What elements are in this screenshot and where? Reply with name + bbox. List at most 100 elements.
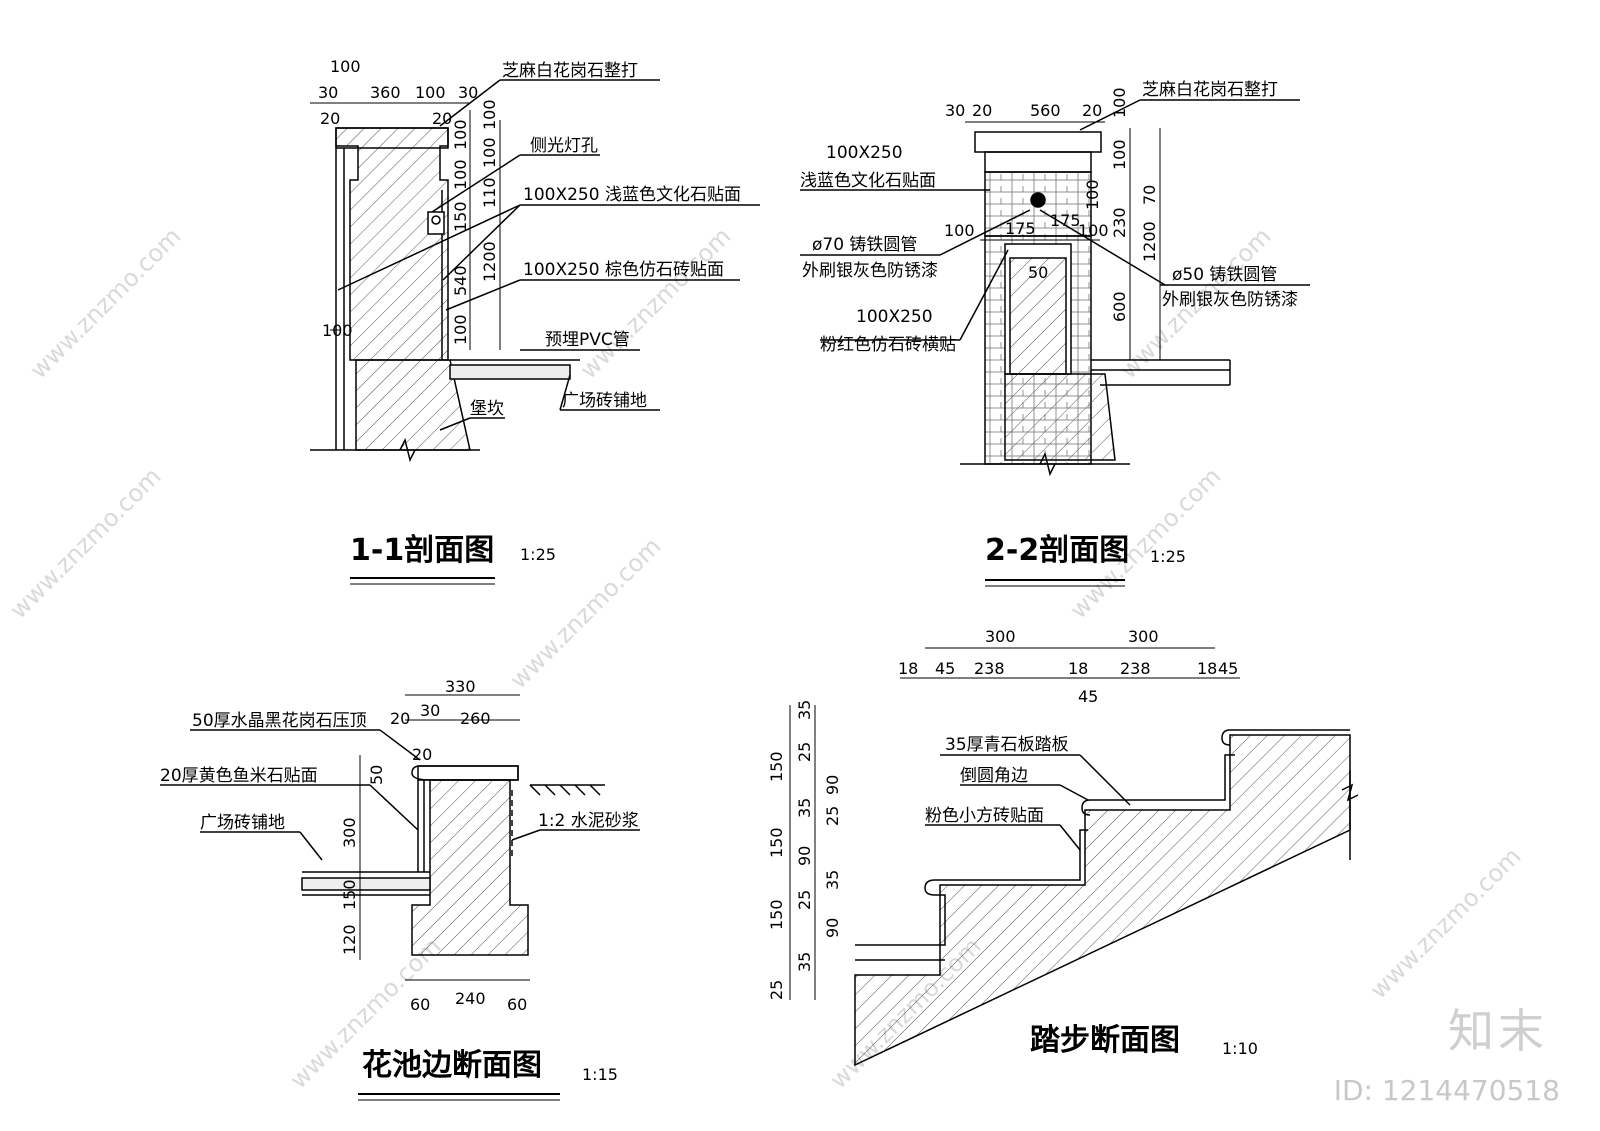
callout-granite: 芝麻白花岗石整打 bbox=[1142, 80, 1278, 100]
dim-label: 90 bbox=[823, 775, 842, 795]
document-id: ID: 1214470518 bbox=[1333, 1074, 1560, 1107]
dim-label: 150 bbox=[451, 201, 470, 232]
callout-paving: 广场砖铺地 bbox=[562, 391, 647, 411]
dim-label: 238 bbox=[974, 659, 1005, 678]
callout-paving: 广场砖铺地 bbox=[200, 813, 285, 833]
dim-label: 25 bbox=[795, 890, 814, 910]
callout-foundation: 堡坎 bbox=[470, 399, 504, 419]
dim-label: 90 bbox=[795, 846, 814, 866]
section-planter-text: 330 30 260 20 20 50 300 150 120 60 240 6… bbox=[160, 677, 639, 1084]
dim-label: 70 bbox=[1140, 185, 1159, 205]
dim-label: 175 bbox=[1005, 219, 1036, 238]
section-steps-text: 300 300 18 45 238 18 238 18 45 45 35 25 … bbox=[767, 627, 1258, 1058]
dim-label: 30 bbox=[318, 83, 338, 102]
section-scale: 1:10 bbox=[1222, 1039, 1258, 1058]
section-title: 2-2剖面图 bbox=[985, 533, 1129, 568]
dim-label: 45 bbox=[1218, 659, 1238, 678]
callout-pipe70: ø70 铸铁圆管 bbox=[812, 235, 917, 255]
dim-label: 30 bbox=[420, 701, 440, 720]
dim-label: 90 bbox=[823, 918, 842, 938]
dim-label: 100 bbox=[480, 99, 499, 130]
dim-label: 100 bbox=[1110, 139, 1129, 170]
callout-pink: 粉红色仿石砖横贴 bbox=[820, 335, 956, 355]
callout-tile: 粉色小方砖贴面 bbox=[925, 806, 1044, 826]
dim-label: 20 bbox=[412, 745, 432, 764]
callout-bluestone: 100X250 浅蓝色文化石贴面 bbox=[523, 185, 741, 205]
dim-label: 100 bbox=[322, 321, 353, 340]
dim-label: 30 bbox=[945, 101, 965, 120]
dim-label: 20 bbox=[320, 109, 340, 128]
dim-label: 60 bbox=[410, 995, 430, 1014]
callout-tread: 35厚青石板踏板 bbox=[945, 735, 1069, 755]
dim-label: 238 bbox=[1120, 659, 1151, 678]
dim-label: 20 bbox=[390, 709, 410, 728]
section-2-2-text: 30 20 560 20 100 100 175 175 100 50 100 … bbox=[800, 80, 1298, 568]
dim-label: 25 bbox=[823, 806, 842, 826]
dim-label: 20 bbox=[1082, 101, 1102, 120]
callout-pipe70: 外刷银灰色防锈漆 bbox=[802, 261, 938, 281]
dim-label: 35 bbox=[795, 798, 814, 818]
dim-label: 300 bbox=[1128, 627, 1159, 646]
section-steps bbox=[789, 647, 1359, 1067]
callout-pink: 100X250 bbox=[856, 307, 933, 327]
dim-label: 150 bbox=[767, 899, 786, 930]
dim-label: 30 bbox=[458, 83, 478, 102]
dim-label: 100 bbox=[480, 137, 499, 168]
watermark-layer: www.znzmo.com www.znzmo.com www.znzmo.co… bbox=[4, 222, 1526, 1094]
dim-label: 260 bbox=[460, 709, 491, 728]
callout-brownbrick: 100X250 棕色仿石砖贴面 bbox=[523, 260, 724, 280]
dim-label: 330 bbox=[445, 677, 476, 696]
watermark-text: www.znzmo.com bbox=[24, 222, 186, 384]
dim-label: 60 bbox=[507, 995, 527, 1014]
dim-label: 360 bbox=[370, 83, 401, 102]
dim-label: 20 bbox=[432, 109, 452, 128]
dim-label: 230 bbox=[1110, 207, 1129, 238]
callout-pipe50: ø50 铸铁圆管 bbox=[1172, 265, 1277, 285]
dim-label: 300 bbox=[340, 817, 359, 848]
dim-label: 25 bbox=[795, 742, 814, 762]
dim-label: 600 bbox=[1110, 291, 1129, 322]
dim-label: 100 bbox=[944, 221, 975, 240]
dim-label: 175 bbox=[1050, 211, 1081, 230]
dim-label: 120 bbox=[340, 924, 359, 955]
section-1-1-text: 100 30 360 100 30 20 20 100 100 100 100 … bbox=[318, 57, 741, 568]
dim-label: 35 bbox=[795, 700, 814, 720]
callout-bluestone: 浅蓝色文化石贴面 bbox=[800, 171, 936, 191]
watermark-text: www.znzmo.com bbox=[1364, 842, 1526, 1004]
section-title: 踏步断面图 bbox=[1030, 1023, 1180, 1058]
dim-label: 18 bbox=[1068, 659, 1088, 678]
section-title: 1-1剖面图 bbox=[350, 533, 494, 568]
section-planter bbox=[160, 694, 640, 981]
dim-label: 50 bbox=[1028, 263, 1048, 282]
callout-lamp: 侧光灯孔 bbox=[530, 136, 598, 156]
dim-label: 1200 bbox=[1140, 221, 1159, 262]
dim-label: 150 bbox=[340, 879, 359, 910]
dim-label: 240 bbox=[455, 989, 486, 1008]
dim-label: 100 bbox=[1110, 87, 1129, 118]
dim-label: 50 bbox=[367, 765, 386, 785]
callout-yellow: 20厚黄色鱼米石贴面 bbox=[160, 766, 318, 786]
callout-pvc: 预埋PVC管 bbox=[545, 330, 630, 350]
dim-label: 1200 bbox=[480, 241, 499, 282]
callout-bluestone: 100X250 bbox=[826, 143, 903, 163]
section-scale: 1:15 bbox=[582, 1065, 618, 1084]
dim-label: 100 bbox=[451, 119, 470, 150]
dim-label: 100 bbox=[1083, 179, 1102, 210]
watermark-text: www.znzmo.com bbox=[4, 462, 166, 624]
dim-label: 35 bbox=[795, 952, 814, 972]
dim-label: 100 bbox=[451, 314, 470, 345]
callout-cap: 50厚水晶黑花岗石压顶 bbox=[192, 711, 367, 731]
dim-label: 45 bbox=[935, 659, 955, 678]
section-2-2 bbox=[800, 99, 1310, 477]
dim-label: 45 bbox=[1078, 687, 1098, 706]
dim-label: 100 bbox=[330, 57, 361, 76]
callout-pipe50: 外刷银灰色防锈漆 bbox=[1162, 290, 1298, 310]
dim-label: 18 bbox=[1197, 659, 1217, 678]
dim-label: 150 bbox=[767, 827, 786, 858]
callout-granite: 芝麻白花岗石整打 bbox=[502, 61, 638, 81]
dim-label: 20 bbox=[972, 101, 992, 120]
section-scale: 1:25 bbox=[520, 545, 556, 564]
dim-label: 540 bbox=[451, 265, 470, 296]
section-1-1 bbox=[310, 79, 760, 463]
